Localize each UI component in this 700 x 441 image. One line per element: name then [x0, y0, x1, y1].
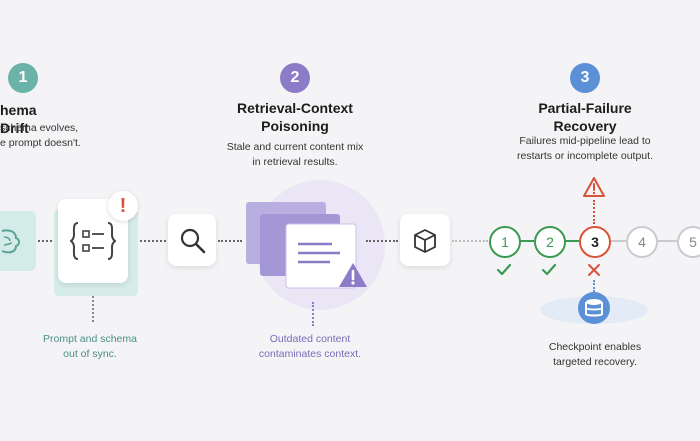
database-icon [578, 292, 610, 324]
search-card [168, 214, 216, 266]
connector-schema-search [140, 240, 166, 242]
connector-schema-caption [92, 296, 94, 322]
cube-card [400, 214, 450, 266]
section-2-description: Stale and current content mix in retriev… [226, 141, 364, 168]
section-3-title: Partial-Failure Recovery [538, 100, 632, 134]
document-stack-icon [246, 200, 376, 294]
section-3-description: Failures mid-pipeline lead to restarts o… [517, 135, 653, 162]
connector-search-docs [218, 240, 242, 242]
section-1-description: schema evolves, e prompt doesn't. [0, 122, 81, 149]
section-1-badge: 1 [8, 63, 38, 93]
checkmark-icon [496, 263, 512, 277]
section-2-caption: Outdated content contaminates context. [258, 333, 362, 360]
section-2-badge: 2 [280, 63, 310, 93]
checkmark-icon [541, 263, 557, 277]
cube-icon [413, 228, 437, 254]
connector-warning-step3 [593, 200, 595, 224]
pipeline-step-3: 3 [579, 226, 611, 258]
connector-docs-caption [312, 302, 314, 326]
connector-step3-database [593, 280, 595, 292]
pipeline-link-1-2 [518, 240, 534, 242]
schema-braces-icon [70, 221, 116, 261]
connector-brain-schema [38, 240, 56, 242]
warning-triangle-icon [338, 262, 368, 288]
section-3-badge: 3 [570, 63, 600, 93]
pipeline-link-3-4 [608, 240, 626, 242]
brain-icon [0, 226, 26, 256]
x-mark-icon [587, 263, 601, 277]
section-3-caption: Checkpoint enables targeted recovery. [548, 341, 642, 368]
connector-cube-pipeline [452, 240, 488, 242]
connector-docs-cube [366, 240, 398, 242]
exclamation-icon: ! [108, 191, 138, 221]
pipeline-step-2: 2 [534, 226, 566, 258]
pipeline-link-4-5 [655, 240, 677, 242]
pipeline-step-1: 1 [489, 226, 521, 258]
section-1-caption: Prompt and schema out of sync. [43, 333, 137, 360]
section-1-title: hema Drift [0, 102, 37, 136]
pipeline-step-4: 4 [626, 226, 658, 258]
pipeline-link-2-3 [563, 240, 579, 242]
failure-warning-icon [582, 176, 606, 198]
section-2-title: Retrieval-Context Poisoning [237, 100, 353, 134]
magnifier-icon [179, 227, 207, 255]
pipeline-step-5: 5 [677, 226, 700, 258]
